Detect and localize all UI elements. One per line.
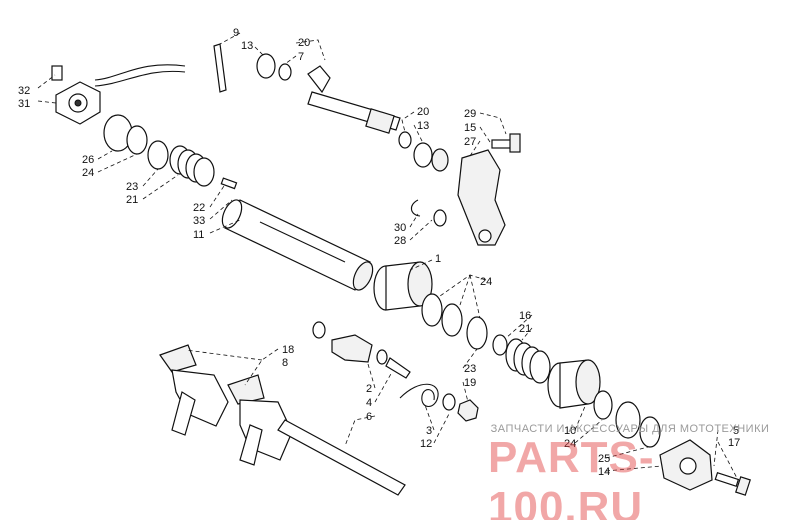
washer [278,63,292,81]
snap-ring [126,125,148,155]
callout-label: 14 [598,466,610,478]
callout-label: 10 [564,425,576,437]
callout-label: 1 [435,253,441,265]
callout-label: 8 [282,357,288,369]
stopper-arm [331,334,373,363]
nut [457,399,479,422]
callout-label: 21 [126,194,138,206]
callout-label: 3 [426,425,432,437]
callout-label: 29 [464,108,476,120]
washer [376,349,388,365]
washer [466,316,488,350]
stopper-bolt [385,357,411,379]
callout-label: 24 [564,438,576,450]
callout-label: 24 [480,276,492,288]
shift-fork-right [227,374,293,466]
leader-lines [37,32,739,481]
shift-arm [457,149,506,246]
washer [593,390,613,420]
callout-label: 12 [420,438,432,450]
washer [312,321,326,339]
snap-ring [410,199,421,217]
return-spring [505,338,551,384]
seal-ring [615,401,641,439]
washer [639,416,661,448]
callout-label: 4 [366,397,372,409]
retaining-clip [213,43,227,93]
snap-ring [421,293,443,327]
snap-ring [441,303,463,337]
watermark-caption: ЗАПЧАСТИ И АКСЕССУАРЫ ДЛЯ МОТОТЕХНИКИ [490,423,770,435]
shift-spring [169,145,215,187]
shift-drum [221,199,374,291]
callout-label: 7 [298,51,304,63]
callout-label: 22 [193,202,205,214]
washer [398,131,412,149]
callout-label: 15 [464,122,476,134]
end-bolt [714,471,751,496]
callout-label: 18 [282,344,294,356]
callout-labels: 9 13 20 7 32 31 20 13 29 15 27 26 24 23 … [18,27,740,478]
callout-label: 25 [598,453,610,465]
fork-shaft [277,419,406,496]
callout-label: 23 [126,181,138,193]
pin [220,177,238,190]
bolt [491,133,521,153]
callout-label: 23 [464,363,476,375]
callout-label: 5 [733,425,739,437]
shift-shaft [307,65,401,134]
snap-ring [492,334,508,356]
callout-label: 17 [728,437,740,449]
end-housing [659,439,713,491]
callout-label: 26 [82,154,94,166]
washer [413,142,433,168]
callout-label: 28 [394,235,406,247]
callout-label: 16 [519,310,531,322]
watermark-brand: PARTS-100.RU [488,433,655,520]
washer [442,393,456,411]
washer [147,140,169,170]
callout-label: 19 [464,377,476,389]
callout-label: 30 [394,222,406,234]
shift-fork-left [159,344,229,436]
callout-label: 13 [417,120,429,132]
washer [433,209,447,227]
drum-cam [373,261,433,311]
callout-label: 20 [417,106,429,118]
callout-label: 11 [193,229,204,241]
callout-label: 21 [519,323,531,335]
washer [256,53,276,79]
callout-label: 6 [366,411,372,423]
callout-label: 9 [233,27,239,39]
callout-label: 20 [298,37,310,49]
callout-label: 2 [366,383,372,395]
callout-label: 13 [241,40,253,52]
callout-label: 32 [18,85,30,97]
shift-sensor-bracket [51,64,186,125]
shift-arm-hole [478,229,492,243]
drum-end-cam [547,359,601,409]
callout-label: 24 [82,167,94,179]
callout-label: 31 [18,98,30,110]
bushing [431,148,449,172]
callout-label: 27 [464,136,476,148]
callout-label: 33 [193,215,205,227]
torsion-spring [399,383,439,408]
